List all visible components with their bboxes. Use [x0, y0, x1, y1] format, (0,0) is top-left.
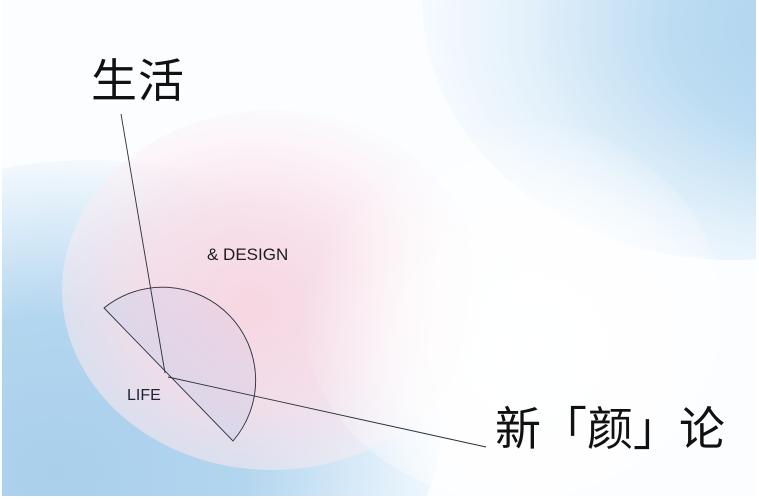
label-and-design: & DESIGN	[207, 245, 289, 264]
title-life-chinese: 生活	[91, 54, 185, 108]
white-glow-lower-right	[302, 120, 722, 496]
semicircle-protractor-shape	[103, 286, 257, 442]
label-life: LIFE	[127, 387, 161, 404]
connector-line-to-bottom-title	[167, 376, 487, 448]
connector-line-to-top-title	[120, 113, 166, 374]
title-new-color-theory: 新「颜」论	[495, 402, 725, 456]
